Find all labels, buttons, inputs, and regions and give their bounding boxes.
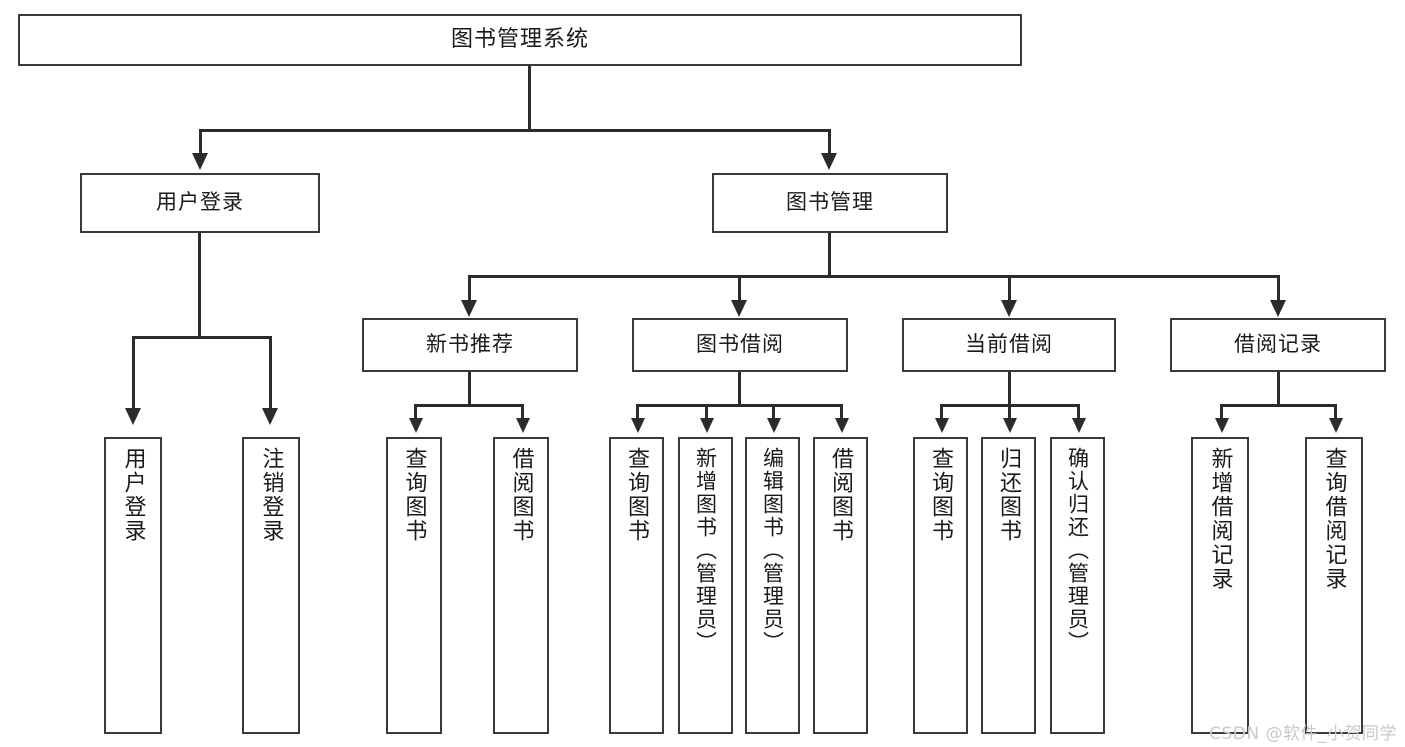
connector-drop-query-book-3 bbox=[940, 404, 943, 420]
node-leaf-edit-book[interactable]: 编辑图书（管理员） bbox=[745, 437, 800, 734]
node-label: 借阅图书 bbox=[828, 447, 854, 543]
arrow-to-leaf-user-logout bbox=[262, 408, 278, 425]
node-leaf-return-book[interactable]: 归还图书 bbox=[981, 437, 1036, 734]
arrow-to-borrow-book-1 bbox=[516, 418, 530, 433]
arrow-to-borrow-book-2 bbox=[835, 418, 849, 433]
node-label: 用户登录 bbox=[120, 447, 146, 543]
node-leaf-query-book-borrow[interactable]: 查询图书 bbox=[609, 437, 664, 734]
connector-drop-query-book-1 bbox=[414, 404, 417, 420]
connector-drop-query-record bbox=[1334, 404, 1337, 420]
node-label: 查询图书 bbox=[401, 447, 427, 543]
connector-drop-current-borrow bbox=[1008, 275, 1011, 302]
arrow-to-edit-book bbox=[767, 418, 781, 433]
connector-root-bus bbox=[199, 129, 831, 132]
node-leaf-borrow-book-new-rec[interactable]: 借阅图书 bbox=[493, 437, 549, 734]
arrow-to-new-book-rec bbox=[461, 300, 477, 317]
node-label: 当前借阅 bbox=[965, 332, 1053, 357]
node-label: 查询图书 bbox=[624, 447, 650, 543]
node-new-book-recommend[interactable]: 新书推荐 bbox=[362, 318, 578, 372]
node-leaf-query-borrow-record[interactable]: 查询借阅记录 bbox=[1305, 437, 1363, 734]
node-label: 归还图书 bbox=[996, 447, 1022, 543]
connector-book-borrow-stem bbox=[738, 372, 741, 404]
node-label: 图书管理系统 bbox=[450, 26, 589, 52]
connector-current-borrow-stem bbox=[1008, 372, 1011, 404]
arrow-to-borrow-record bbox=[1270, 300, 1286, 317]
node-label: 图书管理 bbox=[786, 190, 874, 215]
connector-drop-book-borrow bbox=[738, 275, 741, 302]
arrow-to-add-book bbox=[700, 418, 714, 433]
arrow-to-user-login bbox=[192, 153, 208, 170]
connector-user-login-stem bbox=[198, 233, 201, 336]
connector-drop-add-book bbox=[705, 404, 708, 420]
arrow-to-query-book-3 bbox=[935, 418, 949, 433]
node-leaf-query-book-new-rec[interactable]: 查询图书 bbox=[386, 437, 442, 734]
arrow-to-return-book bbox=[1003, 418, 1017, 433]
node-label: 编辑图书（管理员） bbox=[760, 447, 785, 654]
connector-drop-book-manage bbox=[828, 129, 831, 155]
arrow-to-book-manage bbox=[821, 153, 837, 170]
arrow-to-add-record bbox=[1215, 418, 1229, 433]
node-label: 确认归还（管理员） bbox=[1065, 447, 1090, 654]
connector-borrow-record-stem bbox=[1277, 372, 1280, 404]
arrow-to-query-record bbox=[1329, 418, 1343, 433]
connector-drop-confirm-return bbox=[1077, 404, 1080, 420]
connector-drop-leaf-user-logout bbox=[269, 336, 272, 410]
arrow-to-current-borrow bbox=[1001, 300, 1017, 317]
connector-drop-add-record bbox=[1220, 404, 1223, 420]
connector-drop-borrow-book-1 bbox=[521, 404, 524, 420]
connector-book-manage-stem bbox=[828, 233, 831, 275]
node-user-login[interactable]: 用户登录 bbox=[80, 173, 320, 233]
connector-drop-edit-book bbox=[772, 404, 775, 420]
node-leaf-confirm-return[interactable]: 确认归还（管理员） bbox=[1050, 437, 1105, 734]
connector-book-manage-bus bbox=[468, 275, 1280, 278]
arrow-to-confirm-return bbox=[1072, 418, 1086, 433]
node-label: 查询借阅记录 bbox=[1321, 447, 1347, 591]
node-leaf-user-login[interactable]: 用户登录 bbox=[104, 437, 162, 734]
connector-drop-query-book-2 bbox=[636, 404, 639, 420]
node-label: 查询图书 bbox=[928, 447, 954, 543]
connector-drop-borrow-book-2 bbox=[840, 404, 843, 420]
connector-root-stem-center bbox=[528, 66, 531, 129]
connector-drop-leaf-user-login bbox=[132, 336, 135, 410]
node-borrow-record[interactable]: 借阅记录 bbox=[1170, 318, 1386, 372]
node-book-borrow[interactable]: 图书借阅 bbox=[632, 318, 848, 372]
arrow-to-book-borrow bbox=[731, 300, 747, 317]
node-leaf-user-logout[interactable]: 注销登录 bbox=[242, 437, 300, 734]
node-root-book-management-system[interactable]: 图书管理系统 bbox=[18, 14, 1022, 66]
connector-drop-return-book bbox=[1008, 404, 1011, 420]
arrow-to-query-book-1 bbox=[409, 418, 423, 433]
node-current-borrow[interactable]: 当前借阅 bbox=[902, 318, 1116, 372]
csdn-watermark: CSDN @软件_小贺同学 bbox=[1209, 724, 1397, 744]
connector-user-login-bus bbox=[132, 336, 271, 339]
node-leaf-add-borrow-record[interactable]: 新增借阅记录 bbox=[1191, 437, 1249, 734]
arrow-to-query-book-2 bbox=[631, 418, 645, 433]
node-leaf-query-book-current[interactable]: 查询图书 bbox=[913, 437, 968, 734]
arrow-to-leaf-user-login bbox=[125, 408, 141, 425]
node-leaf-add-book[interactable]: 新增图书（管理员） bbox=[678, 437, 733, 734]
connector-drop-borrow-record bbox=[1277, 275, 1280, 302]
node-leaf-borrow-book-borrow[interactable]: 借阅图书 bbox=[813, 437, 868, 734]
node-label: 新增借阅记录 bbox=[1207, 447, 1233, 591]
node-label: 注销登录 bbox=[258, 447, 284, 543]
node-label: 新增图书（管理员） bbox=[693, 447, 718, 654]
node-book-management[interactable]: 图书管理 bbox=[712, 173, 948, 233]
node-label: 借阅图书 bbox=[508, 447, 534, 543]
connector-new-book-rec-bus bbox=[414, 404, 524, 407]
node-label: 用户登录 bbox=[156, 190, 244, 215]
connector-drop-user-login bbox=[199, 129, 202, 155]
node-label: 新书推荐 bbox=[426, 332, 514, 357]
node-label: 图书借阅 bbox=[696, 332, 784, 357]
connector-borrow-record-bus bbox=[1220, 404, 1337, 407]
connector-new-book-rec-stem bbox=[468, 372, 471, 404]
connector-book-borrow-bus bbox=[636, 404, 842, 407]
connector-drop-new-book-rec bbox=[468, 275, 471, 302]
node-label: 借阅记录 bbox=[1234, 332, 1322, 357]
